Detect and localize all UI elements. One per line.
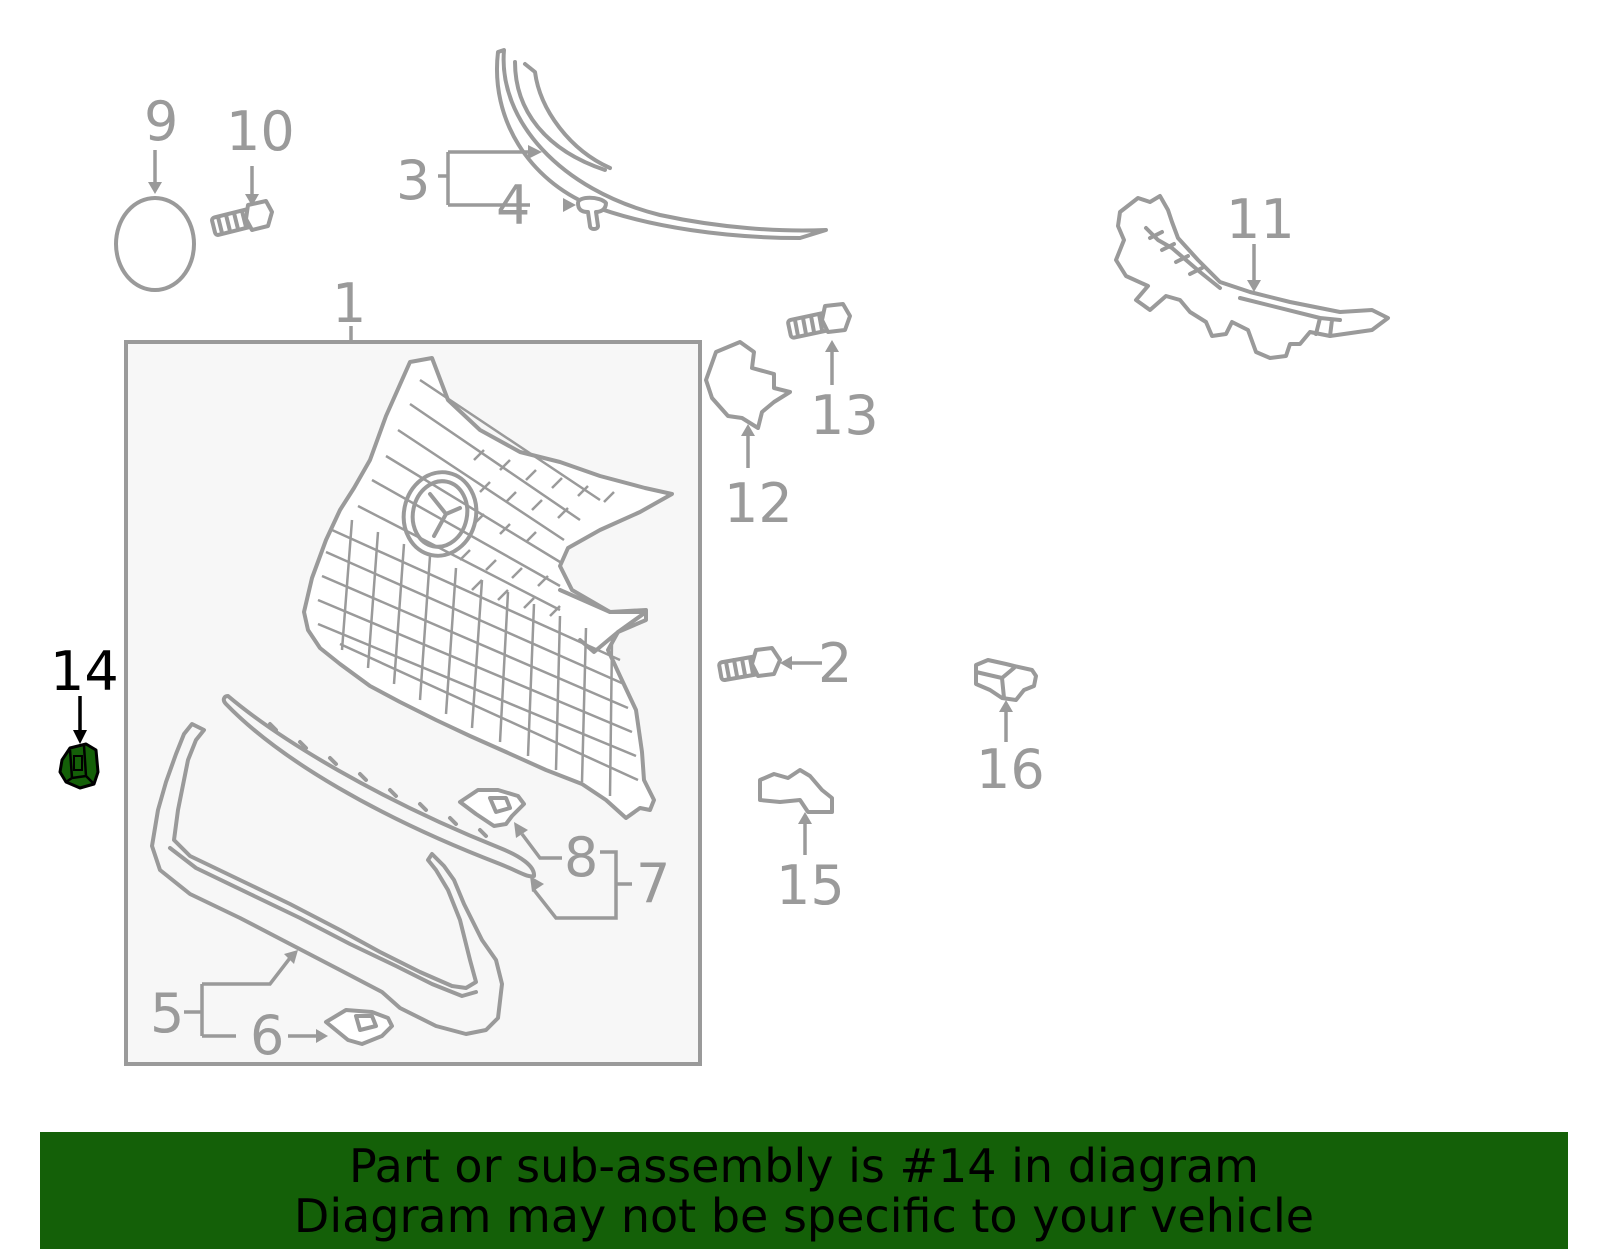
part-14-nut[interactable] <box>58 742 100 790</box>
callout-8: 8 <box>564 826 598 889</box>
callout-10: 10 <box>226 100 295 163</box>
callout-1: 1 <box>332 272 366 335</box>
callout-7: 7 <box>636 852 670 915</box>
callout-14: 14 <box>50 640 119 703</box>
part-3-upper-molding <box>495 48 828 240</box>
callout-2: 2 <box>818 632 852 695</box>
callout-13: 13 <box>810 384 879 447</box>
part-11-retainer <box>1114 194 1390 360</box>
part-info-banner: Part or sub-assembly is #14 in diagram D… <box>40 1132 1568 1249</box>
callout-5: 5 <box>150 982 184 1045</box>
part-2-bolt <box>717 646 782 683</box>
part-13-bolt <box>786 302 852 340</box>
banner-line-disclaimer: Diagram may not be specific to your vehi… <box>293 1188 1315 1243</box>
part-7-molding-strip <box>221 694 536 879</box>
callout-16: 16 <box>976 738 1045 801</box>
callout-11: 11 <box>1226 188 1295 251</box>
part-10-bolt <box>210 199 274 237</box>
callout-3: 3 <box>396 149 430 212</box>
banner-line-part: Part or sub-assembly is #14 in diagram <box>349 1138 1259 1193</box>
part-4-clip <box>576 195 608 231</box>
callout-12: 12 <box>724 472 793 535</box>
part-1-grille <box>302 356 674 820</box>
part-12-bracket <box>704 340 792 430</box>
part-6-clip <box>324 1008 394 1046</box>
part-16-clip <box>974 658 1038 702</box>
callout-15: 15 <box>776 854 845 917</box>
part-9-ring <box>114 196 196 292</box>
callout-6: 6 <box>250 1004 284 1067</box>
part-5-lower-garnish <box>150 722 504 1036</box>
callout-9: 9 <box>144 90 178 153</box>
callout-4: 4 <box>496 174 530 237</box>
part-15-bracket <box>758 768 834 814</box>
part-8-clip <box>458 788 526 828</box>
